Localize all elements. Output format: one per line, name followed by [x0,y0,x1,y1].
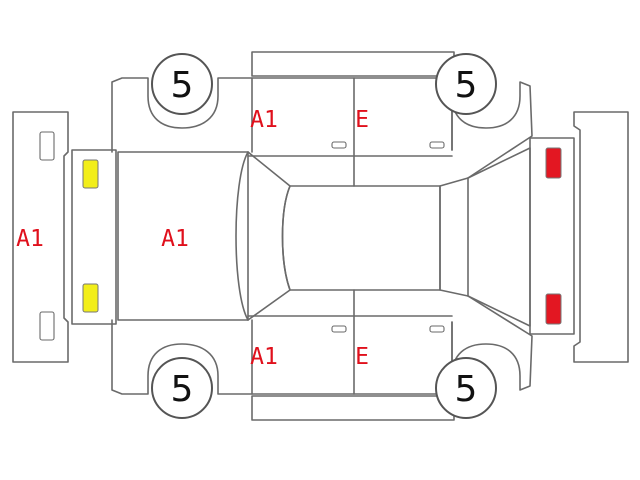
wheel-front-left-label: 5 [171,65,194,106]
wheel-rear-right[interactable]: 5 [435,357,497,419]
code-left-rear-door: E [355,107,369,133]
code-right-rear-door: E [355,344,369,370]
right-headlight [82,283,99,313]
wheel-front-right-label: 5 [171,369,194,410]
code-front-bumper: A1 [16,226,44,252]
right-step-panel[interactable] [251,395,455,421]
right-taillight [545,293,562,325]
left-headlight [82,159,99,189]
code-left-front-door: A1 [250,107,278,133]
front-bumper[interactable] [12,111,69,363]
code-right-front-door: A1 [250,344,278,370]
trunk-lid[interactable] [467,137,575,335]
rear-bumper[interactable] [573,111,629,363]
rear-window[interactable] [439,177,469,297]
wheel-front-right[interactable]: 5 [151,357,213,419]
left-front-fender[interactable] [111,77,253,153]
wheel-rear-left-label: 5 [455,65,478,106]
right-front-fender[interactable] [111,319,253,395]
code-hood: A1 [161,226,189,252]
roof-panel[interactable] [281,185,441,291]
wheel-rear-left[interactable]: 5 [435,53,497,115]
wheel-front-left[interactable]: 5 [151,53,213,115]
wheel-rear-right-label: 5 [455,369,478,410]
left-taillight [545,147,562,179]
left-step-panel[interactable] [251,51,455,77]
